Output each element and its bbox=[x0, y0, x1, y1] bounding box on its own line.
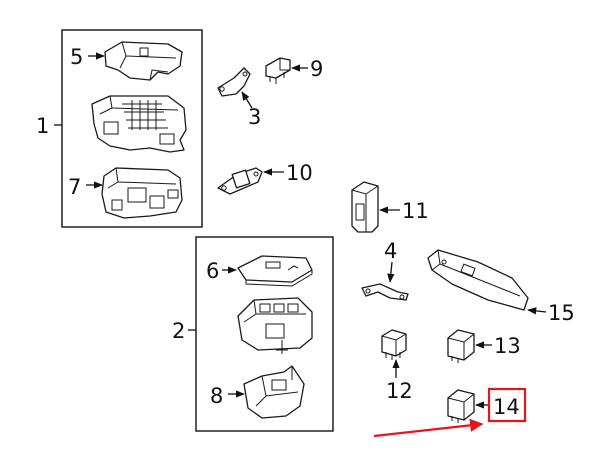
part-4-bracket bbox=[361, 283, 409, 301]
part-11-block bbox=[351, 181, 379, 233]
callout-7: 7 bbox=[68, 175, 81, 199]
group-2-frame bbox=[195, 236, 334, 432]
callout-2: 2 bbox=[172, 319, 185, 343]
part-12-relay bbox=[381, 329, 407, 360]
part-6-lid bbox=[237, 255, 313, 287]
callout-15: 15 bbox=[548, 301, 575, 325]
highlight-box-14 bbox=[487, 387, 527, 423]
callout-10: 10 bbox=[286, 161, 313, 185]
part-14-relay bbox=[447, 389, 475, 423]
part-10-strap bbox=[217, 167, 263, 195]
callout-8: 8 bbox=[210, 384, 223, 408]
part-9-fuse bbox=[265, 57, 291, 84]
leader-15 bbox=[527, 307, 547, 315]
callout-11: 11 bbox=[402, 199, 429, 223]
callout-1: 1 bbox=[36, 114, 49, 138]
part-15-module bbox=[427, 249, 529, 311]
leader-4 bbox=[387, 261, 395, 283]
part-7-lower-housing bbox=[101, 167, 183, 219]
assembly-group-1: 1 5 bbox=[36, 29, 203, 228]
callout-13: 13 bbox=[494, 334, 521, 358]
part-13-relay bbox=[447, 329, 475, 363]
fuse-box-body bbox=[91, 95, 187, 153]
leader-3 bbox=[241, 91, 253, 109]
fuse-block bbox=[237, 297, 313, 354]
callout-12: 12 bbox=[386, 379, 413, 403]
callout-14: 14 bbox=[493, 395, 520, 419]
group-1-frame bbox=[61, 29, 203, 228]
callout-3: 3 bbox=[248, 105, 261, 129]
callout-9: 9 bbox=[310, 57, 323, 81]
assembly-group-2: 2 6 8 bbox=[172, 236, 334, 432]
highlight-pointer-arrow bbox=[373, 418, 484, 438]
callout-6: 6 bbox=[206, 259, 219, 283]
part-5-cover bbox=[104, 41, 183, 81]
callout-5: 5 bbox=[70, 45, 83, 69]
callout-4: 4 bbox=[384, 239, 397, 263]
part-8-tray bbox=[243, 365, 305, 419]
part-3-bracket bbox=[217, 67, 251, 97]
